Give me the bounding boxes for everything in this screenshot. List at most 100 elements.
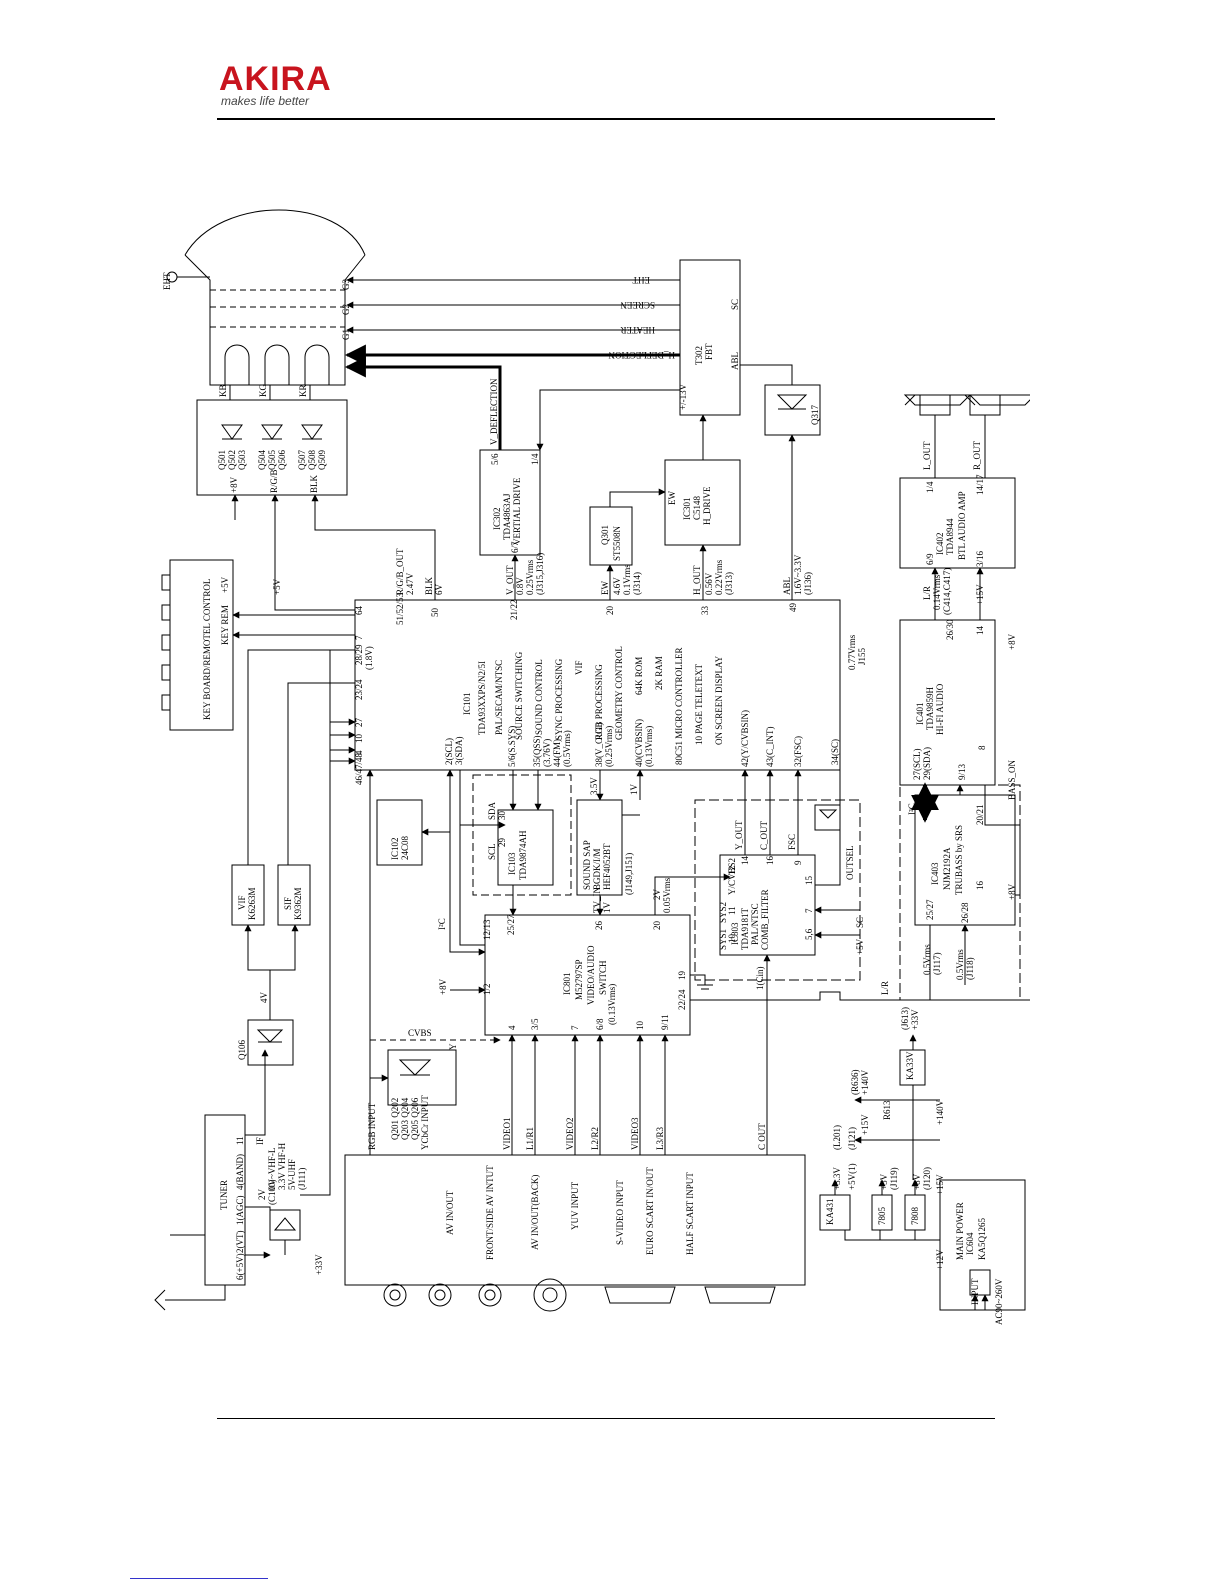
power-block <box>939 1179 1026 1311</box>
vout-v: 0.8V <box>515 577 525 595</box>
hifi-ic: IC401 <box>915 703 925 726</box>
av-v2: VIDEO2 <box>565 1118 575 1151</box>
av-l1: FRONT/SIDE AV INTUT <box>485 1165 495 1260</box>
pin-2829: 28/29 <box>354 644 364 665</box>
fbt-ic-label: T302 <box>694 346 704 365</box>
q501-label: Q501 <box>217 450 227 470</box>
trubass-ic: IC403 <box>930 862 940 885</box>
brand-tagline: makes life better <box>221 94 310 108</box>
tuner-p4: 4(BAND) <box>235 1154 245 1190</box>
amp-lr: L/R <box>922 586 932 600</box>
comb-l2: COMB_FILTER <box>760 889 770 950</box>
comb-p16: 16 <box>765 856 775 866</box>
screen-line-label: SCREEN <box>620 300 655 310</box>
comb-sys1: SYS1 <box>718 929 728 950</box>
ic102-part: 24C08 <box>400 835 410 860</box>
q508-label: Q508 <box>307 450 317 470</box>
hifi-8v: +8V <box>1007 633 1017 650</box>
pin-b11: 43(C_INT) <box>765 727 775 768</box>
out-8v-j: (J120) <box>922 1167 932 1190</box>
amp-p69: 6/9 <box>925 553 935 565</box>
pin-b10: 42(Y/CVBSIN) <box>740 710 750 767</box>
sif-block <box>277 864 311 926</box>
vif-name: VIF <box>237 895 247 910</box>
main-l9: 2K RAM <box>654 656 664 690</box>
amp-v014: 0.14Vrms <box>932 574 942 610</box>
av-rgb: RGB INPUT <box>367 1102 377 1150</box>
fbt-name-label: FBT <box>704 343 714 360</box>
brand-name: AKIRA <box>219 60 332 98</box>
out-33v-b: +33V <box>910 1009 920 1030</box>
vdrive-p2: 6/7 <box>510 541 520 553</box>
amp-lout: L_OUT <box>922 441 932 470</box>
av-v1: VIDEO1 <box>502 1118 512 1151</box>
vif-block <box>231 864 265 926</box>
qblock-l2: Q203 Q204 <box>400 1097 410 1140</box>
tuner-agcc: (C100) <box>267 1180 277 1206</box>
main-part-label: TDA93XXPS/N2/5I <box>477 661 487 735</box>
pin-7: 7 <box>354 635 364 640</box>
tb-j1: (J117) <box>932 952 942 975</box>
main-l8: 64K ROM <box>634 657 644 695</box>
ka33v-label: KA33V <box>905 1051 915 1080</box>
blk-pin: 50 <box>430 608 440 618</box>
abl-j: (J136) <box>803 572 813 595</box>
comb-ic: IC803 <box>730 922 740 945</box>
switch-i2c: I²C <box>437 918 447 930</box>
header-rule <box>217 118 995 120</box>
pin-27: 27 <box>354 718 364 728</box>
keyrem-label: KEY REM <box>220 605 230 645</box>
comb-part: TDA9181T <box>740 908 750 950</box>
tuner-b3: 5V-UHF <box>287 1159 297 1190</box>
ew-rms: 0.1Vrms <box>622 564 632 595</box>
pin-46: 46/47/48 <box>354 752 364 785</box>
pin-18v: (1.8V) <box>364 646 374 670</box>
block-diagram: EHT G3 G2 G1 KB KG KR Q501 Q502 Q503 Q50… <box>154 209 1030 1325</box>
kr-gun <box>304 344 330 385</box>
comb-p14: 14 <box>740 856 750 866</box>
kb-label: KB <box>218 384 228 397</box>
comb-p56: 5,6 <box>804 928 814 940</box>
main-ic-block <box>354 599 841 771</box>
comb-p12: 12 <box>727 866 737 875</box>
switch-l2: SWITCH <box>598 960 608 995</box>
vdrive-name-label: VERTIAL DRIVE <box>512 477 522 545</box>
tuner-p6: 6(+5V) <box>235 1253 245 1280</box>
hout-label: H_OUT <box>692 565 702 595</box>
fbt-13v-label: +/-13V <box>678 383 688 410</box>
main-l12: ON SCREEN DISPLAY <box>714 655 724 745</box>
pin-b2: 35(QSS) <box>532 735 542 767</box>
av-lr1: L1/R1 <box>525 1127 535 1150</box>
q301-ic-label: Q301 <box>600 525 610 545</box>
tuner-name: TUNER <box>219 1180 229 1210</box>
ic103-sda: SDA <box>487 801 497 820</box>
q106-v: 4V <box>259 992 269 1004</box>
qblock-l1: Q201 Q202 <box>390 1098 400 1140</box>
power-140v: +140V <box>935 1099 945 1125</box>
comb-sys2: SYS2 <box>718 902 728 923</box>
tb-p2628: 26/28 <box>960 902 970 923</box>
amp-rout: R_OUT <box>972 440 982 470</box>
hout-rms: 0.22Vrms <box>714 559 724 595</box>
comb-5v: +5V <box>855 938 865 955</box>
ic103-part: TDA9874AH <box>518 830 528 880</box>
crt-screen <box>184 209 366 256</box>
hout-v: 0.56V <box>704 572 714 595</box>
vdef-label: V_DEFLECTION <box>489 378 499 445</box>
switch-1v: 1V <box>602 902 612 914</box>
kr-label: KR <box>298 384 308 397</box>
q502-label: Q502 <box>227 450 237 470</box>
out-140v: +140V <box>860 1069 870 1095</box>
tuner-if: IF <box>255 1137 265 1145</box>
vdrive-part-label: TDA4863AJ <box>502 493 512 540</box>
sw-p68: 6/8 <box>595 1018 605 1030</box>
kb-5v2-label: +5V <box>272 578 282 595</box>
out-8v: +8V <box>912 1173 922 1190</box>
hifi-part: TDA9859H <box>925 687 935 730</box>
comb-p11: 11 <box>727 906 737 915</box>
amp-ic: IC402 <box>935 533 945 556</box>
switch-tvin: TV_IN <box>592 887 602 913</box>
tuner-j: (J111) <box>297 1168 307 1190</box>
qblock-y: Y <box>448 1043 458 1050</box>
ic103-scl: SCL <box>487 843 497 860</box>
